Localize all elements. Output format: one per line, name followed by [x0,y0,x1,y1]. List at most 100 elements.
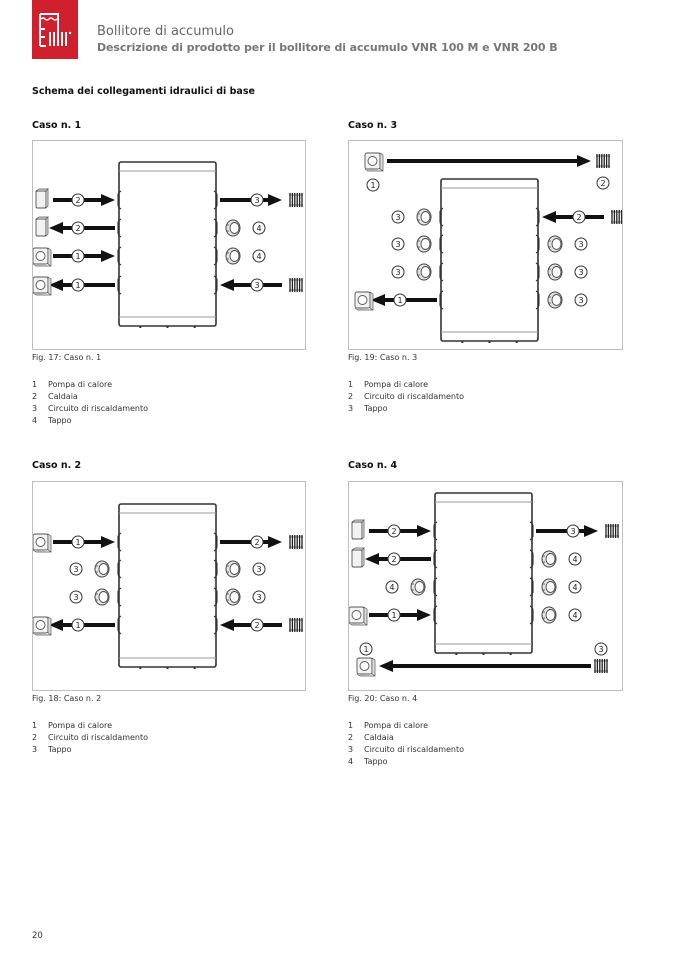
arrow-head [365,553,379,565]
arrow-head [220,619,234,631]
arrow-head [417,609,431,621]
callout-label: 3 [395,240,400,249]
callout-number: 3 [69,590,83,604]
plug-cap-icon [541,606,557,624]
plug-thread [543,555,545,563]
document-subtitle: Descrizione di prodotto per il bollitore… [97,41,558,54]
callout-label: 2 [254,538,259,547]
tank-connection [213,246,218,266]
callout-label: 3 [256,565,261,574]
tank-connection [213,532,218,552]
tank-connection [213,218,218,238]
plug-cap-icon [225,219,241,237]
callout-number: 3 [250,193,264,207]
flow-arrow [400,609,431,621]
plug-cap-icon [225,560,241,578]
tank-connection [213,615,218,635]
plug-cap-icon [416,263,432,281]
heat-pump-icon [354,291,374,311]
case-3-caption: Fig. 19: Caso n. 3 [348,353,418,362]
callout-circle [71,249,85,263]
callout-circle [574,237,588,251]
tank-connection [117,615,122,635]
arrow-head [379,660,393,672]
plug-cap-icon [416,208,432,226]
callout-label: 1 [363,645,368,654]
plug-inner [229,222,240,234]
callout-number: 1 [359,642,373,656]
callout-number: 2 [250,618,264,632]
callout-label: 3 [395,268,400,277]
plug-inner [420,238,431,250]
tank-connection [213,587,218,607]
plug-inner [551,294,562,306]
arrow-head [49,222,63,234]
boiler-icon [350,547,365,568]
radiator-icon [289,535,303,549]
callout-number: 1 [71,249,85,263]
flow-arrow [84,250,115,262]
tank-connection [535,262,540,282]
tank-body [440,178,539,342]
flow-arrow [49,619,72,631]
callout-circle [391,237,405,251]
callout-label: 4 [572,555,577,564]
callout-circle [393,293,407,307]
callout-number: 4 [252,221,266,235]
heat-pump-fan [35,251,46,261]
tank-body [118,161,217,327]
tank-connection [213,190,218,210]
heat-pump-side [33,247,52,267]
arrow-head [101,536,115,548]
callout-label: 4 [572,611,577,620]
plug-thread [549,268,551,276]
callout-circle [71,221,85,235]
heat-pump-icon [33,247,52,267]
flow-arrow [400,525,431,537]
callout-circle [391,265,405,279]
callout-number: 2 [387,552,401,566]
callout-number: 3 [391,237,405,251]
heat-pump-fan [35,620,46,630]
callout-number: 1 [71,278,85,292]
heat-pump-fan [367,156,378,166]
callout-number: 4 [568,608,582,622]
tank-connection [433,605,438,625]
tank-foot [509,653,512,655]
callout-circle [387,552,401,566]
boiler-front [351,521,363,540]
callout-number: 3 [574,265,588,279]
heat-pump-side [33,616,52,636]
callout-label: 4 [572,583,577,592]
arrow-head [268,536,282,548]
callout-label: 1 [391,611,396,620]
callout-circle [71,278,85,292]
callout-number: 4 [385,580,399,594]
document-title: Bollitore di accumulo [97,24,234,39]
callout-circle [366,178,380,192]
arrow-head [371,294,385,306]
callout-circle [71,193,85,207]
callout-circle [252,249,266,263]
heat-pump-fan [357,295,368,305]
plug-cap-icon [94,588,110,606]
storage-tank [118,503,217,669]
callout-number: 1 [387,608,401,622]
callout-number: 3 [252,590,266,604]
heat-pump-fan [359,661,370,671]
plug-cap-icon [547,263,563,281]
tank-connection [529,521,534,541]
tank-connection [535,234,540,254]
plug-inner [420,266,431,278]
plug-cap-icon [541,550,557,568]
